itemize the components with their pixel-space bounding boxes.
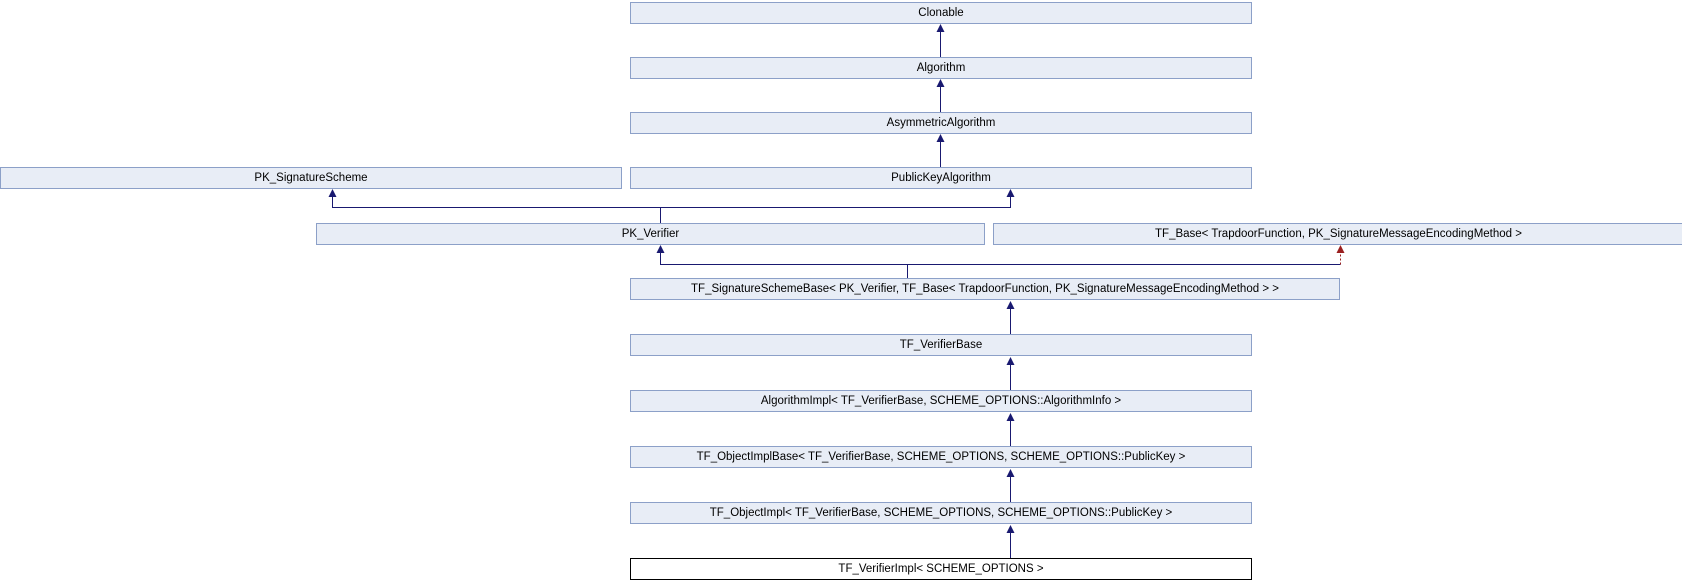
arrowhead-up-icon [936,134,945,142]
node-algorithm-impl[interactable]: AlgorithmImpl< TF_VerifierBase, SCHEME_O… [630,390,1252,412]
node-pk-verifier[interactable]: PK_Verifier [316,223,985,245]
edge-algorithm-to-clonable [936,24,945,57]
edge-asymmetric-algorithm-to-algorithm [936,79,945,112]
arrowhead-up-icon [1006,357,1015,365]
arrowhead-up-icon [1006,413,1015,421]
edge-tf-object-impl-to-tf-object-impl-base [1006,469,1015,502]
edge-tf-object-impl-base-to-algorithm-impl [1006,413,1015,446]
edge-algorithm-impl-to-tf-verifier-base [1006,357,1015,390]
arrowhead-up-icon [936,79,945,87]
edge-tf-verifier-impl-to-tf-object-impl [1006,525,1015,558]
node-clonable[interactable]: Clonable [630,2,1252,24]
node-pk-signature-scheme[interactable]: PK_SignatureScheme [0,167,622,189]
arrowhead-up-icon [1006,301,1015,309]
node-tf-base[interactable]: TF_Base< TrapdoorFunction, PK_SignatureM… [993,223,1682,245]
arrowhead-up-red-icon [1336,245,1345,253]
edge-tf-verifier-base-to-tf-signature-scheme-base [1006,301,1015,334]
edge-public-key-algorithm-to-asymmetric-algorithm [936,134,945,167]
arrowhead-up-icon [1006,469,1015,477]
edge-pk-verifier-to-parents [328,189,1015,223]
node-tf-signature-scheme-base[interactable]: TF_SignatureSchemeBase< PK_Verifier, TF_… [630,278,1340,300]
arrowhead-up-icon [1006,525,1015,533]
node-algorithm[interactable]: Algorithm [630,57,1252,79]
edge-tf-signature-scheme-base-to-parents [656,245,1345,278]
node-tf-verifier-base[interactable]: TF_VerifierBase [630,334,1252,356]
arrowhead-up-icon [656,245,665,253]
node-tf-object-impl[interactable]: TF_ObjectImpl< TF_VerifierBase, SCHEME_O… [630,502,1252,524]
arrowhead-up-icon [1006,189,1015,197]
node-tf-object-impl-base[interactable]: TF_ObjectImplBase< TF_VerifierBase, SCHE… [630,446,1252,468]
arrowhead-up-icon [328,189,337,197]
node-public-key-algorithm[interactable]: PublicKeyAlgorithm [630,167,1252,189]
node-tf-verifier-impl-current: TF_VerifierImpl< SCHEME_OPTIONS > [630,558,1252,580]
node-asymmetric-algorithm[interactable]: AsymmetricAlgorithm [630,112,1252,134]
arrowhead-up-icon [936,24,945,32]
